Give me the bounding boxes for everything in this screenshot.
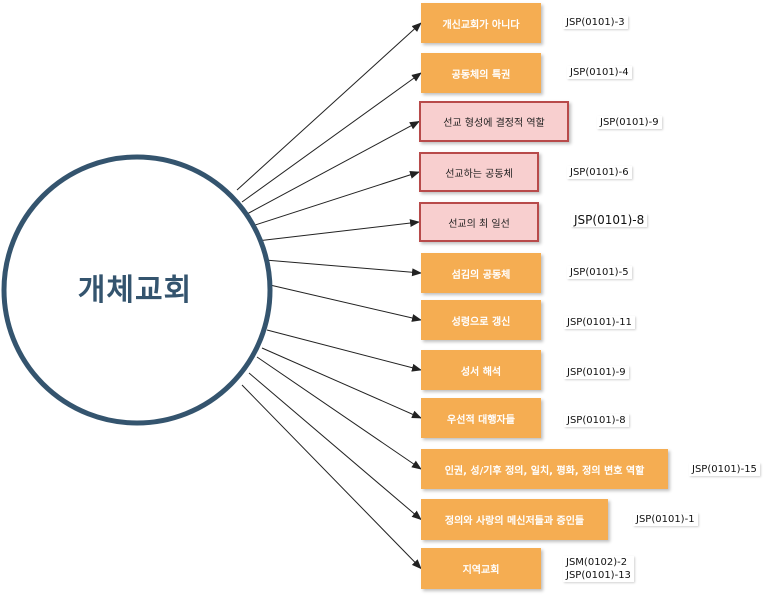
node-label: 선교하는 공동체: [445, 168, 513, 180]
edge-arrow: [236, 22, 422, 191]
node-reference: JSP(0101)-6: [567, 166, 632, 179]
center-label: 개체교회: [77, 273, 193, 308]
edge-arrow: [246, 121, 420, 215]
node-reference: JSP(0101)-8: [564, 414, 629, 427]
concept-node[interactable]: 개신교회가 아니다: [421, 3, 541, 43]
concept-node[interactable]: 선교 형성에 결정적 역할: [419, 101, 569, 142]
node-reference: JSP(0101)-15: [689, 463, 760, 476]
edge-arrow: [266, 329, 422, 372]
concept-node[interactable]: 성령으로 갱신: [421, 300, 541, 340]
node-reference: JSP(0101)-8: [571, 214, 648, 227]
node-reference: JSP(0101)-9: [564, 366, 629, 379]
node-label: 섬김의 공동체: [451, 269, 511, 281]
node-reference: JSM(0102)-2 JSP(0101)-13: [563, 556, 634, 582]
concept-node[interactable]: 공동체의 특권: [421, 53, 541, 93]
concept-node[interactable]: 선교하는 공동체: [419, 152, 539, 192]
node-label: 선교의 최 일선: [448, 218, 510, 230]
edge-arrow: [256, 219, 420, 242]
node-label: 개신교회가 아니다: [442, 19, 520, 31]
edge-arrow: [241, 72, 422, 203]
node-reference: JSP(0101)-9: [597, 116, 662, 129]
node-label: 인권, 성/기후 정의, 일치, 평화, 정의 변호 역할: [444, 465, 645, 477]
node-reference: JSP(0101)-4: [567, 66, 632, 79]
node-label: 선교 형성에 결정적 역할: [443, 118, 545, 129]
concept-node[interactable]: 섬김의 공동체: [421, 253, 541, 293]
concept-node[interactable]: 인권, 성/기후 정의, 일치, 평화, 정의 변호 역할: [421, 449, 668, 489]
center-circle: [1, 154, 273, 426]
node-label: 공동체의 특권: [451, 69, 511, 81]
edges: [236, 22, 422, 570]
edge-arrow: [269, 284, 422, 322]
concept-node[interactable]: 정의와 사랑의 메신저들과 증인들: [421, 499, 608, 540]
node-label: 성서 해석: [460, 366, 502, 378]
node-label: 우선적 대행자들: [447, 414, 515, 426]
node-reference: JSP(0101)-11: [564, 316, 635, 329]
concept-node[interactable]: 지역교회: [421, 548, 541, 589]
node-reference: JSP(0101)-3: [563, 16, 628, 29]
node-reference: JSP(0101)-5: [567, 266, 632, 279]
edge-arrow: [248, 372, 422, 521]
concept-node[interactable]: 성서 해석: [421, 350, 541, 390]
edge-arrow: [256, 356, 422, 470]
concept-node[interactable]: 선교의 최 일선: [419, 202, 539, 242]
node-label: 지역교회: [462, 565, 500, 576]
concept-node[interactable]: 우선적 대행자들: [421, 398, 541, 438]
edge-arrow: [241, 384, 422, 570]
edge-arrow: [264, 259, 422, 277]
node-label: 성령으로 갱신: [451, 316, 511, 328]
node-label: 정의와 사랑의 메신저들과 증인들: [444, 516, 585, 527]
node-reference: JSP(0101)-1: [633, 513, 698, 526]
edge-arrow: [261, 347, 422, 419]
edge-arrow: [251, 170, 420, 227]
